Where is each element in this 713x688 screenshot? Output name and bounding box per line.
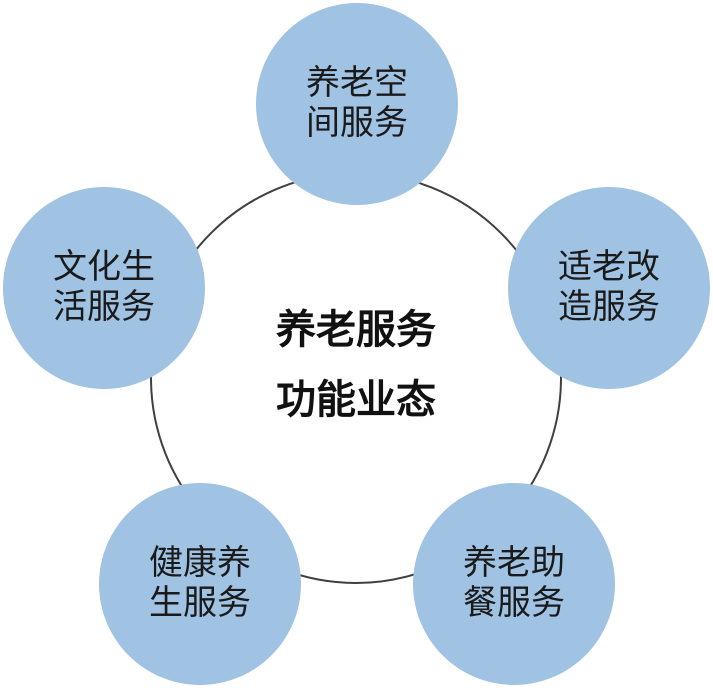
node-circle-right	[508, 187, 710, 389]
center-label-line2: 功能业态	[276, 376, 436, 423]
node-label-left: 文化生 活服务	[29, 247, 179, 327]
center-label-line1: 养老服务	[276, 306, 436, 353]
node-label-top-line1: 养老空	[306, 63, 408, 103]
node-label-right-line1: 适老改	[558, 247, 660, 287]
node-label-top: 养老空 间服务	[282, 63, 432, 143]
node-label-top-line2: 间服务	[306, 103, 408, 143]
node-label-bottom-right-line2: 餐服务	[463, 583, 565, 623]
node-label-right-line2: 造服务	[558, 287, 660, 327]
node-circle-top	[256, 3, 458, 205]
node-label-left-line1: 文化生	[53, 247, 155, 287]
node-circle-left	[3, 187, 205, 389]
node-label-left-line2: 活服务	[53, 287, 155, 327]
center-label: 养老服务 功能业态	[206, 295, 506, 435]
node-label-bottom-right: 养老助 餐服务	[439, 543, 589, 623]
node-label-bottom-right-line1: 养老助	[463, 543, 565, 583]
node-circle-bottom-right	[413, 483, 615, 685]
node-circle-bottom-left	[99, 483, 301, 685]
node-label-bottom-left-line2: 生服务	[149, 583, 251, 623]
node-label-right: 适老改 造服务	[534, 247, 684, 327]
node-label-bottom-left: 健康养 生服务	[125, 543, 275, 623]
node-label-bottom-left-line1: 健康养	[149, 543, 251, 583]
